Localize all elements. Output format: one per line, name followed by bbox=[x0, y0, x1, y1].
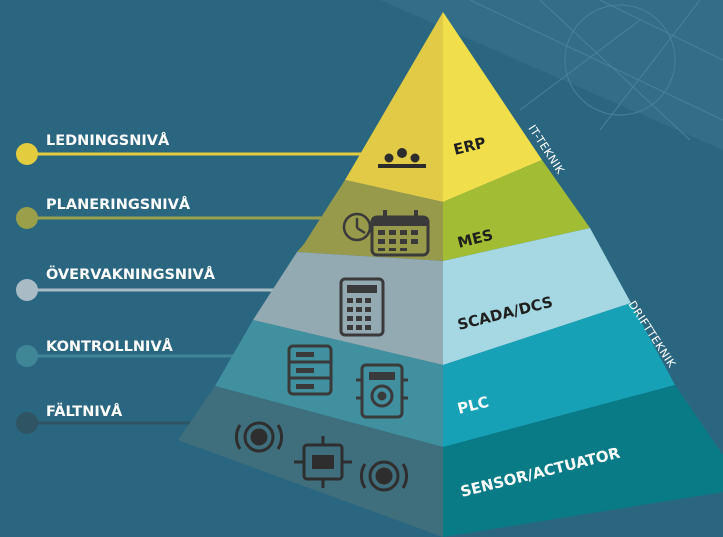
pyramid-right-tier-0 bbox=[443, 12, 542, 202]
level-dot-3 bbox=[16, 345, 38, 367]
pyramid-right-faces bbox=[443, 12, 723, 537]
level-dots bbox=[16, 143, 38, 434]
pyramid-left-tier-0 bbox=[345, 12, 443, 202]
people-icon bbox=[378, 148, 426, 168]
clock-icon bbox=[342, 212, 372, 242]
pyramid-left-faces bbox=[178, 12, 443, 537]
level-dot-1 bbox=[16, 207, 38, 229]
actuator-icon bbox=[294, 436, 352, 488]
calculator-icon bbox=[339, 277, 385, 337]
pyramid-right-tier-4 bbox=[443, 385, 723, 537]
level-dot-2 bbox=[16, 279, 38, 301]
connector-lines bbox=[27, 152, 370, 425]
level-label-overvakning: ÖVERVAKNINGSNIVÅ bbox=[46, 265, 216, 283]
level-label-kontroll: KONTROLLNIVÅ bbox=[46, 338, 174, 355]
level-label-planering: PLANERINGSNIVÅ bbox=[46, 196, 191, 213]
pyramid-right-tier-1 bbox=[443, 160, 590, 261]
pyramid-right-tier-3 bbox=[443, 303, 675, 447]
pyramid-right-tier-2 bbox=[443, 228, 631, 365]
level-dot-0 bbox=[16, 143, 38, 165]
pyramid-left-tier-3 bbox=[215, 320, 443, 447]
server-icon bbox=[287, 344, 333, 396]
level-label-falt: FÄLTNIVÅ bbox=[46, 403, 123, 420]
level-dot-4 bbox=[16, 412, 38, 434]
level-label-ledning: LEDNINGSNIVÅ bbox=[46, 132, 170, 149]
pyramid-left-tier-4 bbox=[178, 386, 443, 537]
controller-icon bbox=[356, 363, 408, 419]
background-pattern bbox=[380, 0, 723, 150]
calendar-icon bbox=[370, 210, 430, 257]
sensor-icon bbox=[235, 421, 408, 492]
